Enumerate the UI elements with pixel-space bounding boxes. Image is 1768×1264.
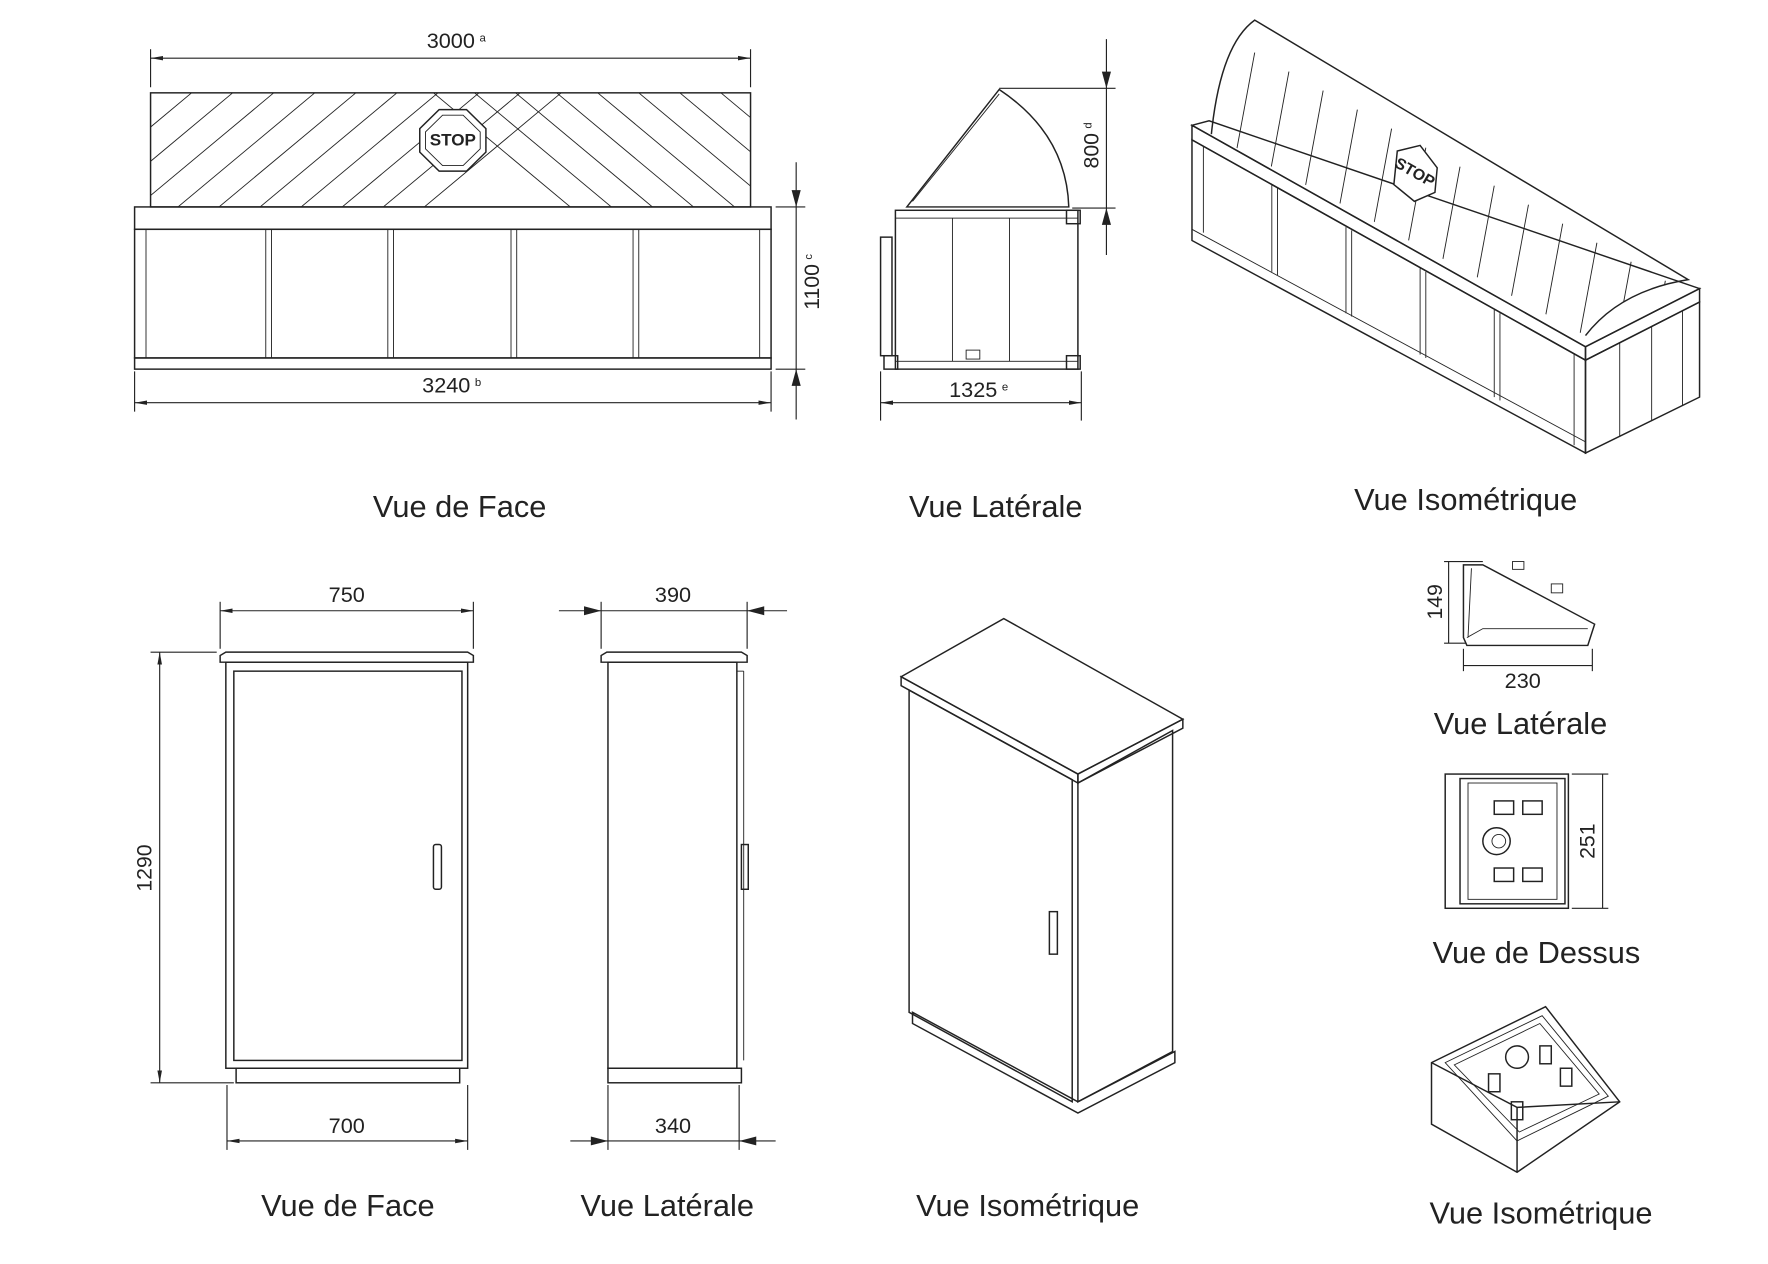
dimension-390: 390 [655,583,691,607]
view-label-console-top: Vue de Dessus [1433,936,1641,970]
hatch-line [0,93,68,207]
hatch-line [150,92,151,94]
view-label-front: Vue de Face [373,490,546,524]
hatch-line [556,92,694,207]
base-frame [133,228,772,359]
view-label-cabinet-front: Vue de Face [261,1189,434,1223]
cabinet-side-view: 390 340 Vue Latérale [558,583,788,1223]
cabinet-door [233,670,463,1062]
dimension-1290: 1290 [133,844,157,891]
switch-icon [1522,800,1543,816]
view-label-iso: Vue Isométrique [1354,483,1577,517]
hatch-line [150,92,233,162]
console-top-view: 251 Vue de Dessus [1433,773,1641,970]
console-iso-view: Vue Isométrique [1429,1005,1653,1231]
hatch-line [150,92,192,128]
switch-icon [1559,1067,1573,1087]
view-label-cabinet-iso: Vue Isométrique [916,1189,1139,1223]
view-label-cabinet-side: Vue Latérale [581,1189,755,1223]
hatch-line [1299,90,1324,214]
hatch-line [762,93,899,207]
hatch-line [259,92,398,207]
door-handle-icon [740,843,750,891]
switch-icon [1493,800,1515,816]
hatch-line [474,92,612,207]
hatch-line [638,92,751,187]
hatch-line [844,93,981,207]
hatch-line [679,92,751,153]
hatch-line [1368,128,1393,252]
hatch-line [1231,52,1256,176]
isometric-view-large: STOP Vue Isométrique [1190,19,1702,517]
stop-sign-text: STOP [430,131,476,150]
dimension-750: 750 [329,583,365,607]
view-label-console-iso: Vue Isométrique [1429,1197,1652,1231]
hatch-line [515,92,653,207]
view-label-console-side: Vue Latérale [1434,707,1608,741]
switch-icon [1539,1045,1553,1065]
hatch-line [1642,280,1666,336]
hatch-line [1265,71,1290,195]
hatch-line [1470,185,1495,309]
dimension-1100: 1100c [800,254,824,310]
stop-sign-icon: STOP [419,108,487,172]
door-handle-icon [1048,910,1059,955]
hatch-line [720,92,751,119]
hatch-line [150,92,275,197]
dimension-700: 700 [329,1114,365,1138]
cabinet-iso-view: Vue Isométrique [899,617,1185,1223]
hatch-line [1436,166,1461,290]
dimension-800: 800d [1079,122,1103,168]
hatch-line [1334,109,1358,233]
stop-sign-icon: STOP [1391,144,1438,203]
emergency-stop-button-icon [1482,827,1511,856]
cabinet-front-view: 750 1290 700 Vue de Face [133,583,475,1223]
switch-icon [1510,1101,1524,1121]
view-label-side: Vue Latérale [909,490,1083,524]
hatch-line [0,93,110,207]
hatch-pattern [0,92,981,207]
dimension-340: 340 [655,1114,691,1138]
switch-icon [1487,1073,1501,1093]
dimension-149: 149 [1423,584,1447,619]
door-handle-icon [432,843,443,891]
hatch-line [177,92,316,207]
hatch-line [597,92,735,207]
hatch-line [1573,242,1598,336]
emergency-stop-button-icon [1504,1045,1530,1069]
hatch-line [300,92,439,207]
dimension-230: 230 [1505,669,1541,693]
dimension-251: 251 [1575,823,1599,858]
roof-profile [905,88,1070,208]
hatch-line [218,92,357,207]
switch-icon [1493,867,1515,883]
console-side-view: 149 230 Vue Latérale [1423,560,1608,741]
switch-icon [1522,867,1543,883]
